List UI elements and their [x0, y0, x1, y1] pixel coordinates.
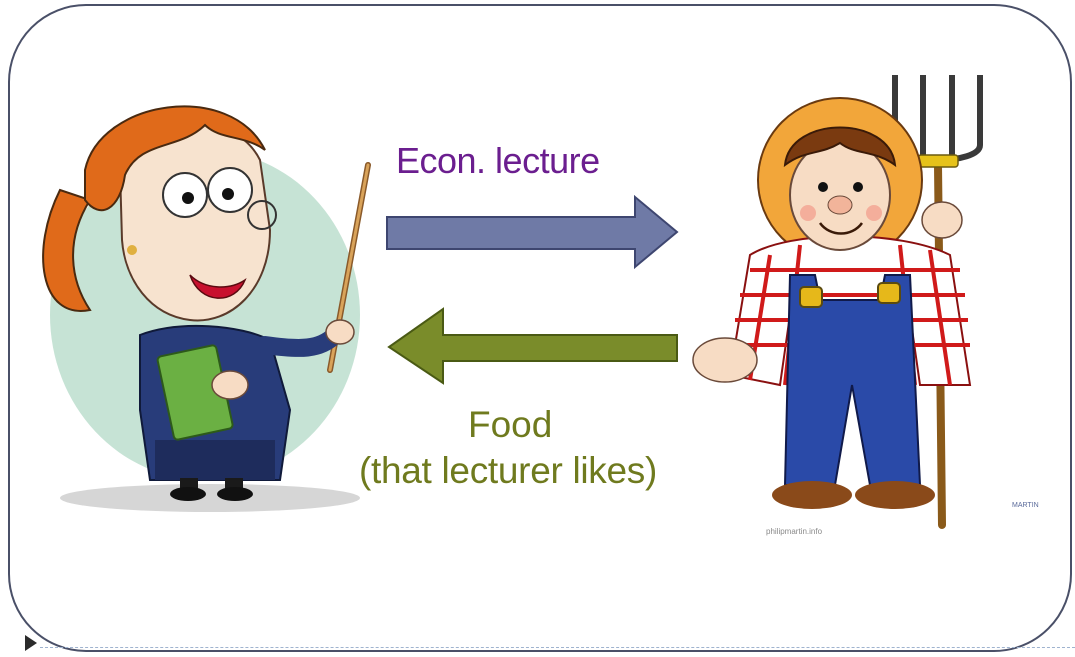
artist-signature: MARTIN	[1012, 502, 1039, 509]
slide-bullet-icon	[25, 635, 37, 651]
image-credit: philipmartin.info	[766, 527, 823, 536]
food-arrow	[387, 307, 678, 385]
farmer-icon	[692, 75, 983, 529]
teacher-icon	[42, 105, 371, 512]
food-qualifier-label: (that lecturer likes)	[359, 450, 658, 491]
lecture-arrow	[386, 195, 679, 270]
lecture-label: Econ. lecture	[396, 140, 600, 181]
food-label: Food	[468, 404, 553, 445]
footer-divider	[40, 647, 1075, 648]
